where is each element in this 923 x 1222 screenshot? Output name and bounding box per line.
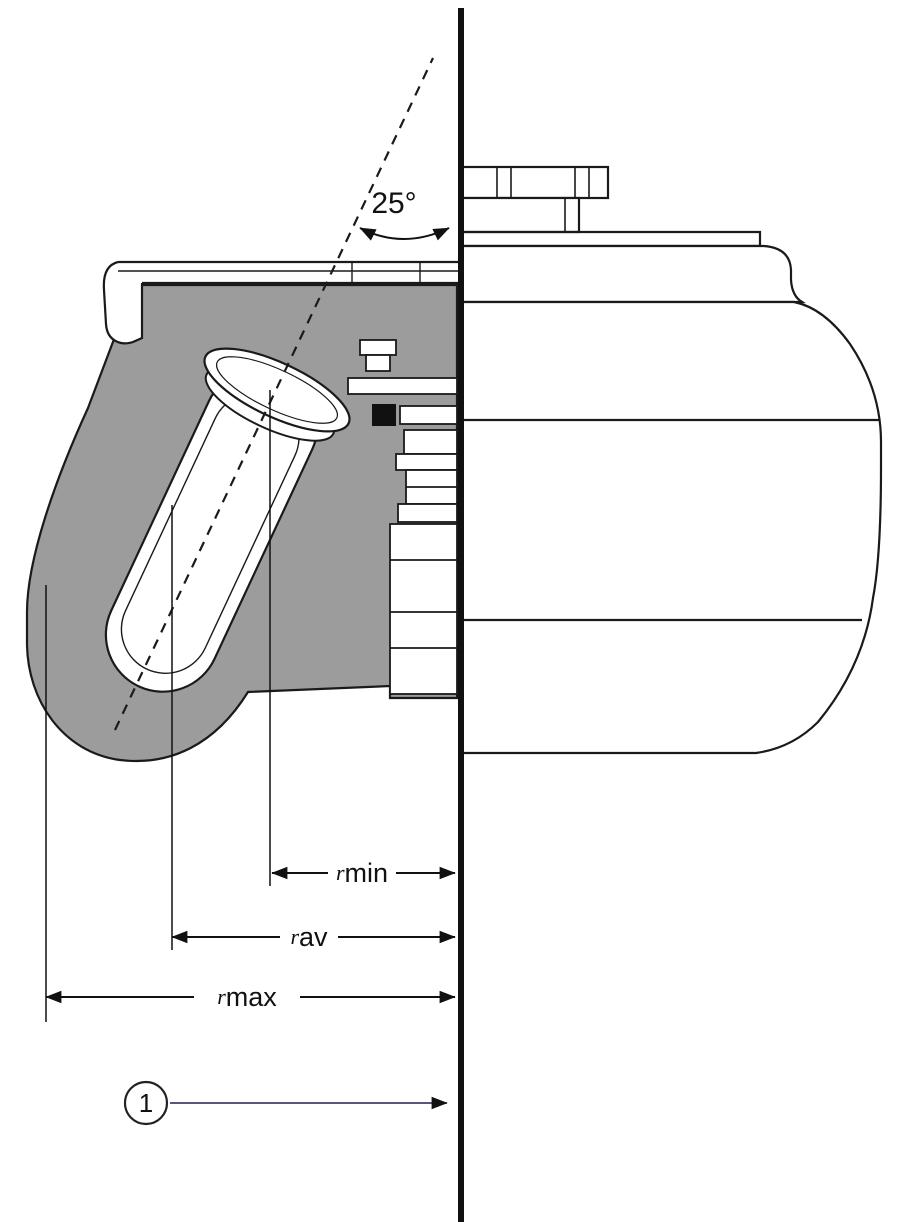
hub-washer-plate (347, 377, 458, 395)
hub-bolt-shank (365, 354, 391, 372)
angle-label: 25° (371, 187, 416, 220)
hub-step-5 (397, 503, 458, 523)
hub-step-2 (403, 429, 458, 455)
hub-step-3 (395, 453, 458, 471)
lid-rim-hook (102, 260, 144, 345)
extension-lines (45, 390, 271, 1022)
hub-seal-ring (372, 404, 396, 426)
hub-lower-lines (390, 559, 457, 649)
callout-1: 1 (123, 1080, 448, 1126)
angle-arc-arrow (359, 227, 450, 241)
lid-knob-detail-lines (496, 167, 590, 198)
callout-1-circle (123, 1080, 169, 1126)
rotor-cross-section (25, 260, 460, 763)
rmin-label: rmin (336, 858, 388, 888)
tube-axis-dashed-line (114, 57, 434, 731)
rav-label: rav (290, 922, 328, 952)
hub-spindle-details (347, 339, 458, 695)
rotor-exterior-view (460, 165, 883, 755)
lid-step-lines (351, 262, 421, 283)
lid-thin-plate (462, 230, 762, 248)
lid-knob-top (460, 165, 610, 200)
lid-knob-lower (460, 196, 581, 234)
hub-step-1 (399, 405, 458, 425)
lid-body (462, 244, 806, 304)
callout-1-number: 1 (139, 1088, 153, 1118)
hub-bolt-head (359, 339, 397, 356)
hub-lower-block (389, 523, 458, 695)
rmax-label: rmax (217, 982, 277, 1012)
rotor-body-outline (462, 300, 883, 755)
